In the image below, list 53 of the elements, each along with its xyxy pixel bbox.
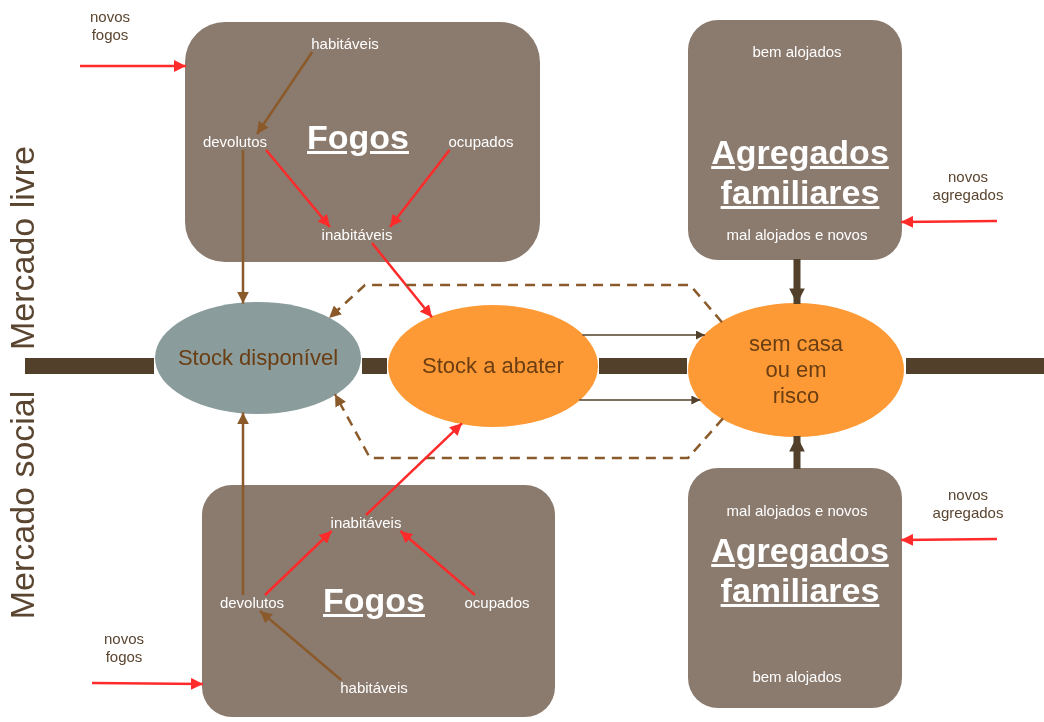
state-label: ocupados	[464, 594, 530, 612]
arrow	[259, 610, 342, 681]
arrow	[581, 330, 706, 340]
process-ellipse: Stock a abater	[388, 305, 598, 427]
box-title: Agregados familiares	[710, 530, 890, 610]
divider-bar	[362, 358, 387, 374]
box-title: Agregados familiares	[710, 132, 890, 212]
arrow	[265, 149, 331, 228]
box-note: mal alojados e novos	[726, 226, 868, 244]
flow-label: novos fogos	[89, 630, 159, 684]
state-label: inabitáveis	[321, 226, 393, 244]
arrow	[80, 60, 186, 72]
state-label: habitáveis	[340, 679, 408, 697]
arrow	[389, 149, 451, 228]
side-label: Mercado social	[2, 390, 42, 620]
arrow	[92, 677, 203, 690]
group-box	[202, 485, 555, 717]
divider-bar	[25, 358, 154, 374]
arrow	[237, 150, 249, 304]
divider-bar	[906, 358, 1044, 374]
state-label: inabitáveis	[330, 514, 402, 532]
arrow	[789, 259, 805, 304]
arrow	[901, 215, 997, 228]
dashed-arrow	[328, 283, 723, 323]
state-label: ocupados	[448, 133, 514, 151]
state-label: devolutos	[202, 133, 268, 151]
group-box	[185, 22, 540, 262]
box-note: bem alojados	[752, 43, 842, 61]
arrow	[789, 436, 805, 469]
dashed-arrow	[333, 393, 724, 460]
process-ellipse: sem casa ou em risco	[688, 303, 904, 437]
arrow	[255, 51, 314, 135]
box-note: bem alojados	[752, 668, 842, 686]
arrow	[399, 530, 476, 596]
process-ellipse: Stock disponível	[155, 302, 361, 414]
group-box	[688, 468, 902, 708]
arrow	[578, 395, 702, 405]
divider-bar	[599, 358, 687, 374]
arrow	[901, 533, 997, 546]
arrow	[237, 412, 249, 595]
side-label: Mercado livre	[2, 145, 42, 351]
arrow	[365, 422, 463, 516]
arrow	[371, 242, 433, 319]
box-title: Fogos	[323, 580, 425, 620]
state-label: devolutos	[219, 594, 285, 612]
flow-label: novos fogos	[75, 8, 145, 66]
group-box	[688, 20, 902, 260]
state-label: habitáveis	[311, 35, 379, 53]
flow-label: novos agregados	[925, 168, 1011, 222]
flow-label: novos agregados	[925, 486, 1011, 540]
box-title: Fogos	[307, 117, 409, 157]
box-note: mal alojados e novos	[726, 502, 868, 520]
arrow	[264, 530, 333, 596]
